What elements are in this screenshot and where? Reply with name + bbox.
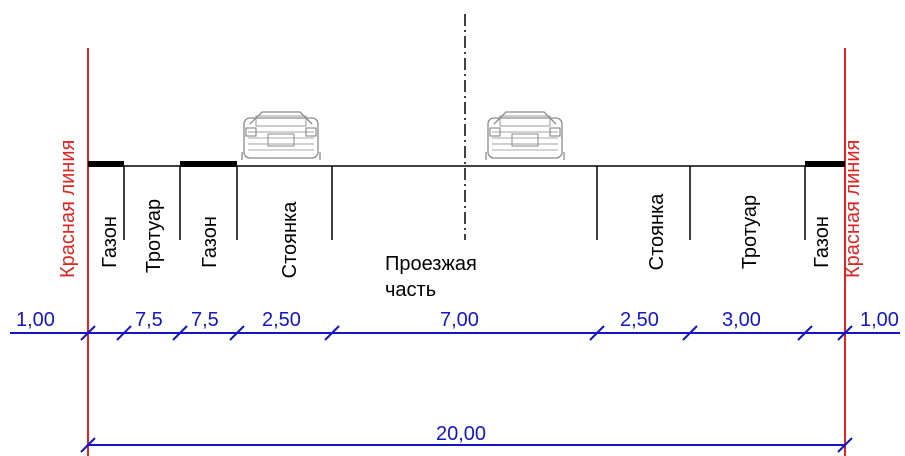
car-icon: [241, 111, 321, 161]
dimension-tick: [80, 325, 96, 341]
dimension-value: 1,00: [16, 309, 55, 331]
dimension-value: 7,5: [191, 309, 219, 331]
zone-label-lawn: Газон: [199, 216, 221, 268]
dimension-tick: [324, 325, 340, 341]
dimension-value: 2,50: [262, 309, 301, 331]
dimension-tick: [837, 437, 853, 453]
car-icon: [485, 111, 565, 161]
curb-middle-left: [180, 161, 237, 167]
zone-label-lawn: Газон: [811, 216, 833, 268]
dimension-value: 3,00: [722, 309, 761, 331]
zone-label-parking: Стоянка: [279, 201, 301, 279]
dimension-tick: [589, 325, 605, 341]
dimension-tick: [797, 325, 813, 341]
red-line-label-right: Красная линия: [842, 140, 864, 278]
zone-label-sidewalk: Тротуар: [739, 195, 761, 269]
dimension-tick: [116, 325, 132, 341]
dimension-value: 7,00: [440, 309, 479, 331]
total-dimension-value: 20,00: [436, 423, 486, 445]
zone-label-carriageway-2: часть: [385, 279, 436, 301]
zone-label-sidewalk: Тротуар: [143, 199, 165, 273]
zone-label-lawn: Газон: [99, 216, 121, 268]
dimension-tick: [682, 325, 698, 341]
dimension-tick: [80, 437, 96, 453]
curb-right: [805, 161, 845, 167]
zone-label-parking: Стоянка: [646, 193, 668, 271]
dimension-tick: [837, 325, 853, 341]
dimension-tick: [172, 325, 188, 341]
zone-label-carriageway: Проезжая: [385, 253, 477, 275]
dimension-tick: [229, 325, 245, 341]
dimension-value: 1,00: [860, 309, 899, 331]
dimension-value: 7,5: [135, 309, 163, 331]
curb-left: [88, 161, 124, 167]
dimension-value: 2,50: [620, 309, 659, 331]
red-line-label-left: Красная линия: [57, 140, 79, 278]
